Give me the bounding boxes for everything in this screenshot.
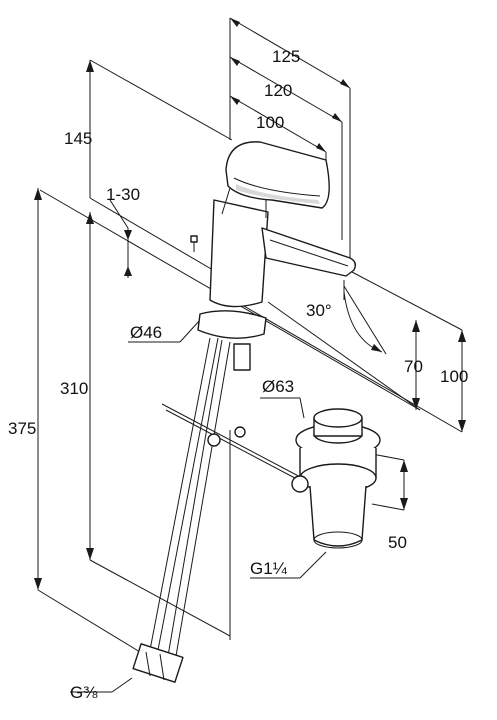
- thread-g1-1-4: G1¼: [250, 559, 288, 578]
- drain-rod: [161, 403, 311, 487]
- popup-waste: [291, 408, 381, 549]
- dim-diameter-46: Ø46: [130, 323, 162, 342]
- dim-375: 375: [8, 419, 36, 438]
- dim-30-degrees: 30°: [306, 301, 332, 320]
- dim-70: 70: [404, 357, 423, 376]
- dim-1-30: 1-30: [106, 185, 140, 204]
- dim-diameter-63: Ø63: [262, 377, 294, 396]
- dimension-labels: 125 120 100 145 1-30 30° Ø46 310 375 Ø63…: [8, 47, 468, 702]
- dim-120: 120: [264, 81, 292, 100]
- thread-g3-8: G⅜: [70, 683, 98, 702]
- dim-125: 125: [272, 47, 300, 66]
- dim-100-right: 100: [440, 367, 468, 386]
- dim-100-top: 100: [256, 113, 284, 132]
- dim-50: 50: [388, 533, 407, 552]
- dim-145: 145: [64, 129, 92, 148]
- supply-hoses: [132, 337, 231, 683]
- dim-310: 310: [60, 379, 88, 398]
- dimension-lines: [34, 17, 466, 693]
- faucet-body: [190, 141, 357, 371]
